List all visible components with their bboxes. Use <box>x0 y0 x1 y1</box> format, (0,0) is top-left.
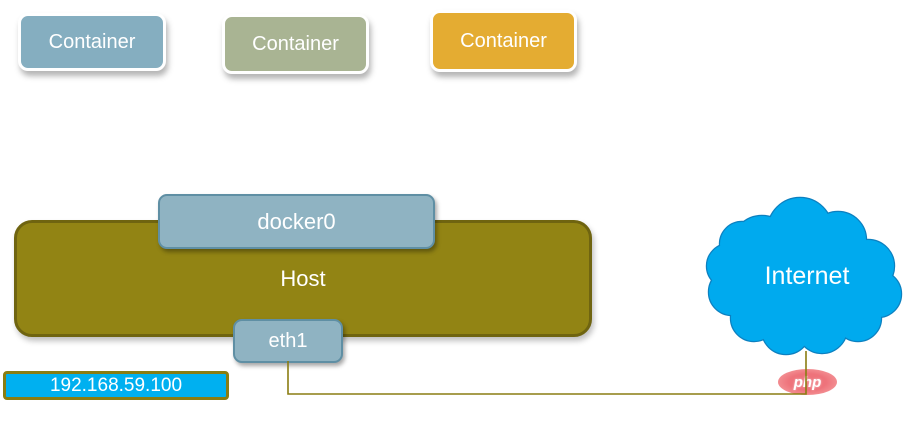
eth1-interface-node: eth1 <box>233 319 343 363</box>
ip-address-label: 192.168.59.100 <box>49 374 183 396</box>
container-node-1: Container <box>18 13 166 71</box>
container-node-3: Container <box>430 10 577 72</box>
php-logo-text: php <box>793 373 822 391</box>
cloud-fill <box>707 198 901 354</box>
container-node-3-label: Container <box>460 29 547 52</box>
internet-cloud-shape <box>705 196 903 356</box>
php-logo-badge: php <box>778 369 837 395</box>
host-label: Host <box>280 265 326 291</box>
eth1-label: eth1 <box>268 329 308 352</box>
docker0-label: docker0 <box>257 208 336 234</box>
container-node-2-label: Container <box>252 32 339 55</box>
internet-label: Internet <box>764 262 850 290</box>
docker0-bridge-node: docker0 <box>158 194 435 249</box>
container-node-1-label: Container <box>48 30 136 53</box>
ip-address-badge: 192.168.59.100 <box>3 371 229 400</box>
container-node-2: Container <box>222 14 369 74</box>
